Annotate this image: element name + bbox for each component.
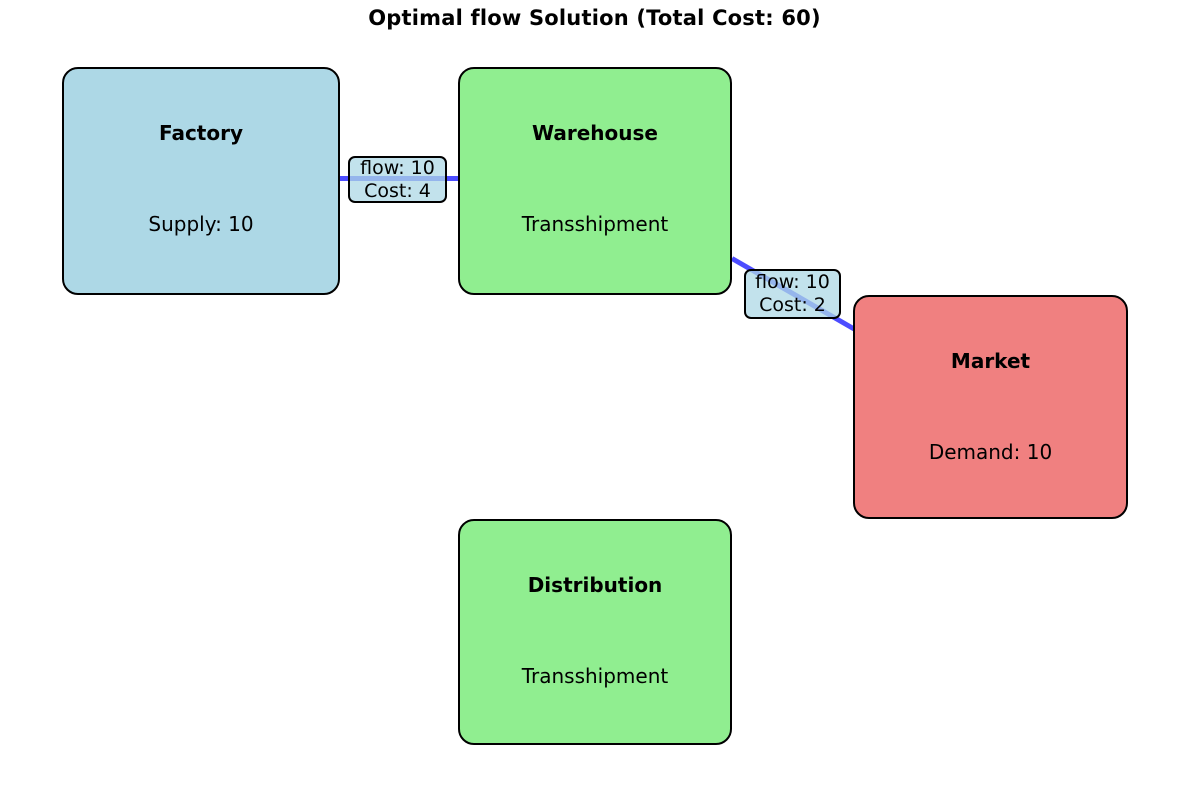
node-distribution: Distribution Transshipment bbox=[458, 519, 732, 745]
node-subtitle: Transshipment bbox=[521, 664, 669, 688]
edge-flow-value: flow: 10 bbox=[360, 156, 435, 179]
node-title: Factory bbox=[158, 121, 244, 145]
edge-cost-value: Cost: 2 bbox=[759, 294, 826, 316]
edge-flow-value: flow: 10 bbox=[755, 271, 830, 293]
node-warehouse: Warehouse Transshipment bbox=[458, 67, 732, 295]
diagram-title: Optimal flow Solution (Total Cost: 60) bbox=[368, 6, 821, 30]
edge-cost-value: Cost: 4 bbox=[364, 179, 431, 202]
edge-label-factory-warehouse: flow: 10 Cost: 4 bbox=[348, 156, 447, 203]
node-subtitle: Demand: 10 bbox=[928, 440, 1053, 464]
node-factory: Factory Supply: 10 bbox=[62, 67, 340, 295]
node-title: Distribution bbox=[527, 573, 663, 597]
node-market: Market Demand: 10 bbox=[853, 295, 1128, 519]
node-subtitle: Transshipment bbox=[521, 212, 669, 236]
node-title: Warehouse bbox=[532, 121, 658, 145]
node-subtitle: Supply: 10 bbox=[148, 212, 254, 236]
edge-label-warehouse-market: flow: 10 Cost: 2 bbox=[744, 269, 841, 319]
node-title: Market bbox=[950, 349, 1031, 373]
